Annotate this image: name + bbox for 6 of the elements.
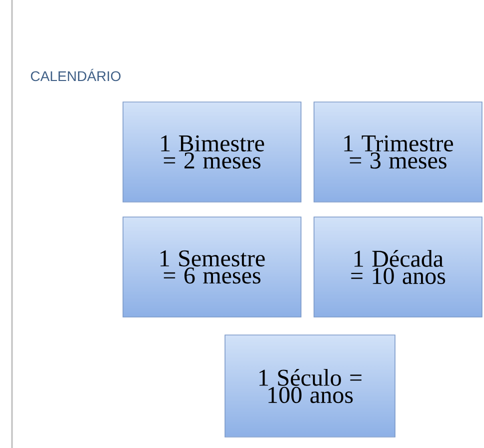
title: CALENDÁRIO <box>30 68 121 82</box>
term-box: 1 Trimestre = 3 meses <box>314 102 482 202</box>
term-box: 1 Década = 10 anos <box>314 216 482 318</box>
term-box: 1 Bimestre = 2 meses <box>122 102 302 202</box>
term-box: 1 Século = 100 anos <box>224 334 396 438</box>
term-box: 1 Semestre = 6 meses <box>122 216 302 318</box>
